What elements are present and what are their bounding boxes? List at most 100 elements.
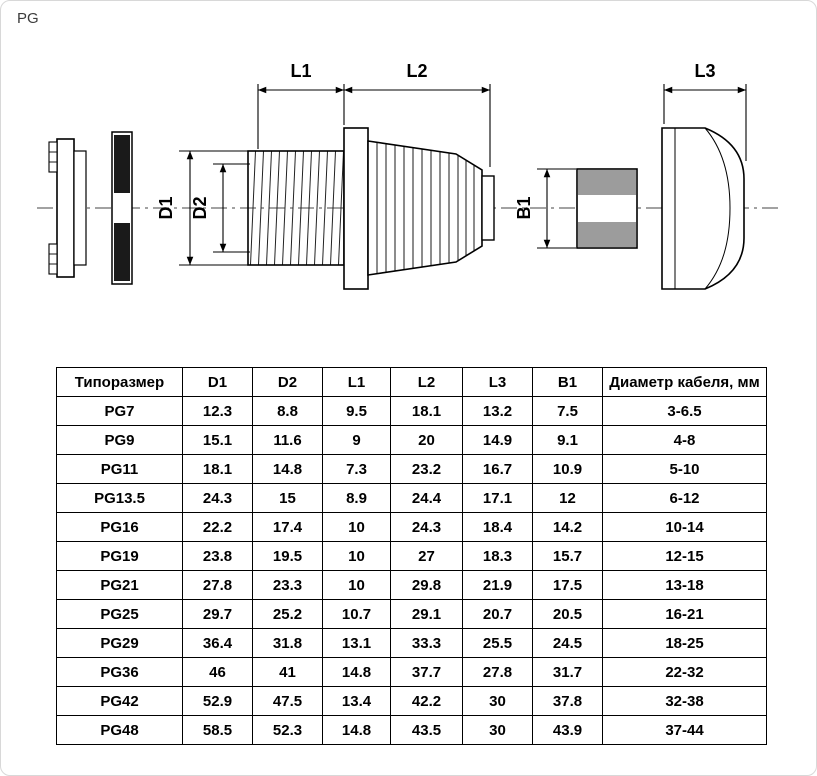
table-cell: 17.5 — [532, 570, 603, 600]
table-cell: 13.4 — [322, 686, 391, 716]
table-cell: 27.8 — [462, 657, 533, 687]
table-cell: 22.2 — [182, 512, 253, 542]
table-cell: PG11 — [56, 454, 183, 484]
table-cell: PG9 — [56, 425, 183, 455]
dim-B1 — [537, 168, 576, 249]
table-cell: 11.6 — [252, 425, 323, 455]
table-cell: 19.5 — [252, 541, 323, 571]
table-cell: 13.2 — [462, 396, 533, 426]
table-cell: 13.1 — [322, 628, 391, 658]
table-cell: 37.8 — [532, 686, 603, 716]
table-cell: 8.9 — [322, 483, 391, 513]
table-cell: 43.9 — [532, 715, 603, 745]
table-header-cell: D1 — [182, 367, 253, 397]
table-cell: 42.2 — [390, 686, 463, 716]
threaded-body — [247, 150, 345, 266]
table-cell: PG48 — [56, 715, 183, 745]
table-cell: PG19 — [56, 541, 183, 571]
table-cell: 4-8 — [602, 425, 767, 455]
table-cell: 13-18 — [602, 570, 767, 600]
table-cell: 27 — [390, 541, 463, 571]
table-cell: 18.4 — [462, 512, 533, 542]
table-cell: 18.3 — [462, 541, 533, 571]
cap-nut — [661, 127, 745, 290]
table-cell: 47.5 — [252, 686, 323, 716]
technical-drawing: L1 L2 L3 D1 D2 — [37, 61, 783, 290]
table-cell: PG29 — [56, 628, 183, 658]
table-header-cell: B1 — [532, 367, 603, 397]
table-cell: 18.1 — [390, 396, 463, 426]
page-label: PG — [17, 10, 39, 27]
table-header-cell: L1 — [322, 367, 391, 397]
table-cell: 15.7 — [532, 541, 603, 571]
table-cell: 31.8 — [252, 628, 323, 658]
table-cell: PG7 — [56, 396, 183, 426]
table-cell: 6-12 — [602, 483, 767, 513]
table-cell: 12-15 — [602, 541, 767, 571]
table-cell: 7.3 — [322, 454, 391, 484]
dim-label-d2: D2 — [190, 196, 210, 219]
table-cell: 5-10 — [602, 454, 767, 484]
table-cell: 24.4 — [390, 483, 463, 513]
table-cell: 9 — [322, 425, 391, 455]
table-cell: PG36 — [56, 657, 183, 687]
table-cell: 18-25 — [602, 628, 767, 658]
table-cell: 10.9 — [532, 454, 603, 484]
table-cell: 14.8 — [322, 715, 391, 745]
table-cell: 29.7 — [182, 599, 253, 629]
table-header-cell: Диаметр кабеля, мм — [602, 367, 767, 397]
table-cell: 16.7 — [462, 454, 533, 484]
table-cell: 10 — [322, 541, 391, 571]
table-cell: 12.3 — [182, 396, 253, 426]
table-cell: PG16 — [56, 512, 183, 542]
table-cell: 10.7 — [322, 599, 391, 629]
table-cell: 12 — [532, 483, 603, 513]
table-cell: 14.8 — [252, 454, 323, 484]
table-cell: 24.3 — [182, 483, 253, 513]
dim-L3 — [663, 84, 747, 161]
table-cell: 24.3 — [390, 512, 463, 542]
table-cell: 29.8 — [390, 570, 463, 600]
table-cell: 22-32 — [602, 657, 767, 687]
locknut — [48, 138, 87, 278]
clamp-cone — [367, 140, 495, 276]
dim-label-l2: L2 — [406, 61, 427, 81]
table-cell: 43.5 — [390, 715, 463, 745]
table-cell: 18.1 — [182, 454, 253, 484]
compression-band-top — [578, 170, 636, 195]
dim-D1 — [179, 150, 250, 266]
table-cell: 23.2 — [390, 454, 463, 484]
table-header-row: Типоразмер D1 D2 L1 L2 L3 B1 Диаметр каб… — [56, 367, 767, 397]
table-cell: 58.5 — [182, 715, 253, 745]
table-cell: PG13.5 — [56, 483, 183, 513]
table-cell: 9.5 — [322, 396, 391, 426]
gasket-bottom-fill — [114, 223, 130, 281]
table-cell: 9.1 — [532, 425, 603, 455]
table-cell: 23.3 — [252, 570, 323, 600]
compression-band-bottom — [578, 222, 636, 247]
table-cell: 30 — [462, 715, 533, 745]
table-header-cell: D2 — [252, 367, 323, 397]
table-cell: 20.7 — [462, 599, 533, 629]
table-cell: 20.5 — [532, 599, 603, 629]
table-header-cell: Типоразмер — [56, 367, 183, 397]
table-cell: 10-14 — [602, 512, 767, 542]
table-cell: 46 — [182, 657, 253, 687]
table-cell: 25.5 — [462, 628, 533, 658]
dim-L2 — [344, 84, 491, 167]
dim-L1 — [257, 84, 345, 149]
table-cell: 30 — [462, 686, 533, 716]
dim-label-b1: B1 — [514, 196, 534, 219]
table-cell: 16-21 — [602, 599, 767, 629]
table-header-cell: L2 — [390, 367, 463, 397]
dimension-table: Типоразмер D1 D2 L1 L2 L3 B1 Диаметр каб… — [56, 367, 767, 745]
table-cell: 36.4 — [182, 628, 253, 658]
